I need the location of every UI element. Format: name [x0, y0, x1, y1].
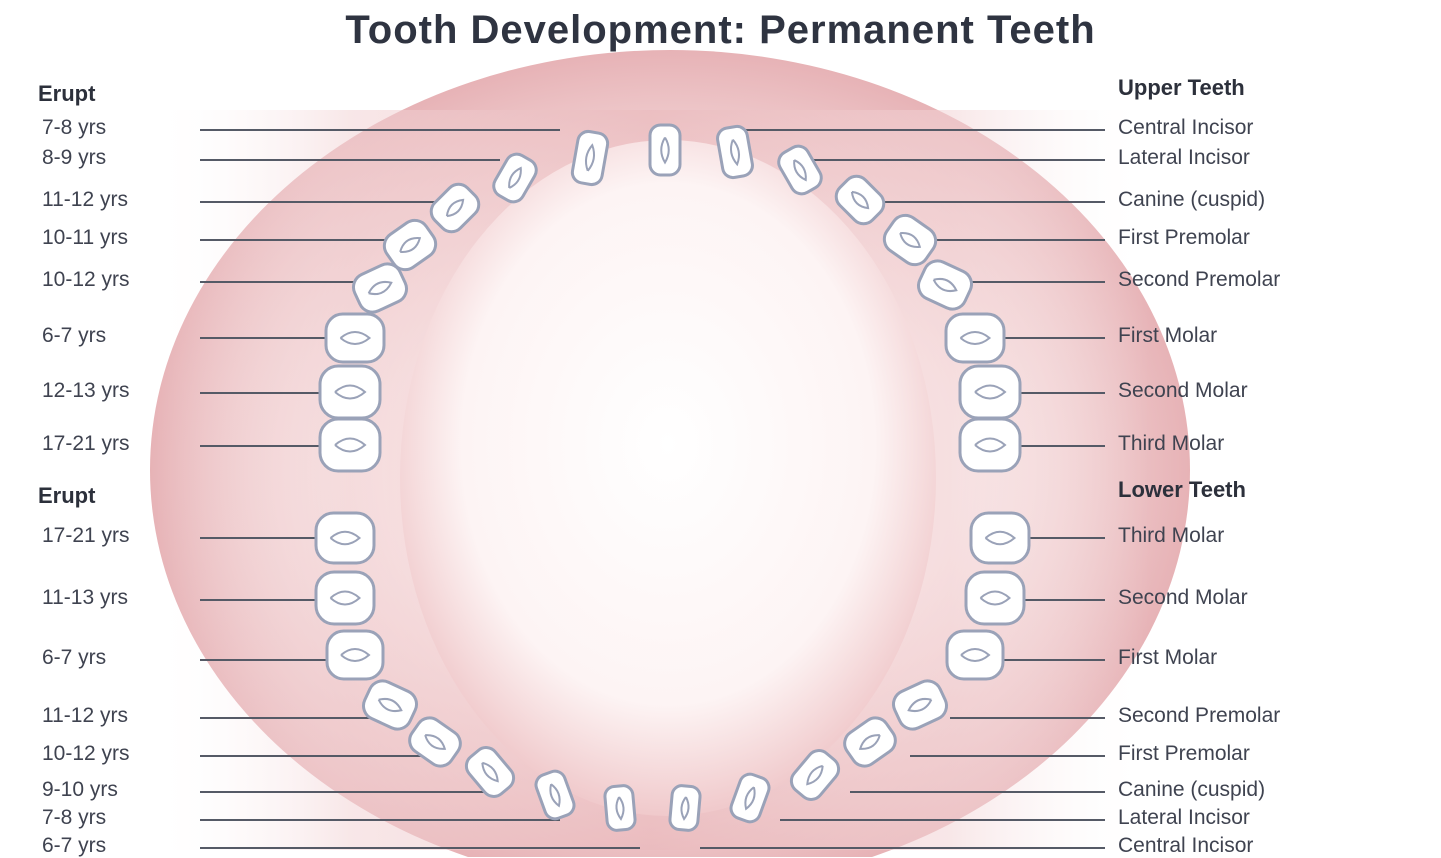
eruption-age-label: 6-7 yrs: [42, 834, 106, 858]
eruption-age-label: 10-12 yrs: [42, 268, 130, 292]
lower-tooth: [669, 785, 701, 831]
lower-tooth: [327, 631, 383, 679]
upper-erupt-header: Erupt: [38, 82, 95, 106]
upper-tooth: [320, 419, 380, 471]
eruption-age-label: 6-7 yrs: [42, 324, 106, 348]
tooth-name-label: First Premolar: [1118, 742, 1250, 766]
eruption-age-label: 11-13 yrs: [42, 586, 128, 610]
tooth-name-label: Canine (cuspid): [1118, 188, 1265, 212]
lower-tooth: [604, 785, 636, 831]
eruption-age-label: 8-9 yrs: [42, 146, 106, 170]
lower-tooth: [316, 513, 374, 563]
upper-tooth: [946, 314, 1004, 362]
eruption-age-label: 12-13 yrs: [42, 379, 130, 403]
eruption-age-label: 17-21 yrs: [42, 524, 130, 548]
tooth-name-label: First Molar: [1118, 324, 1217, 348]
tooth-name-label: Central Incisor: [1118, 116, 1253, 140]
tooth-name-label: Second Molar: [1118, 379, 1248, 403]
upper-tooth: [320, 366, 380, 418]
upper-tooth: [650, 125, 680, 175]
tooth-name-label: Lateral Incisor: [1118, 146, 1250, 170]
upper-tooth: [326, 314, 384, 362]
eruption-age-label: 17-21 yrs: [42, 432, 130, 456]
lower-tooth: [971, 513, 1029, 563]
upper-teeth-header: Upper Teeth: [1118, 76, 1245, 100]
eruption-age-label: 10-11 yrs: [42, 226, 128, 250]
eruption-age-label: 7-8 yrs: [42, 116, 106, 140]
lower-erupt-header: Erupt: [38, 484, 95, 508]
diagram-title: Tooth Development: Permanent Teeth: [0, 8, 1441, 53]
eruption-age-label: 11-12 yrs: [42, 188, 128, 212]
palate: [400, 140, 936, 816]
tooth-name-label: First Premolar: [1118, 226, 1250, 250]
lower-teeth-header: Lower Teeth: [1118, 478, 1246, 502]
eruption-age-label: 10-12 yrs: [42, 742, 130, 766]
tooth-name-label: Second Premolar: [1118, 704, 1280, 728]
tooth-name-label: Lateral Incisor: [1118, 806, 1250, 830]
lower-tooth: [966, 572, 1024, 624]
tooth-name-label: First Molar: [1118, 646, 1217, 670]
tooth-name-label: Second Molar: [1118, 586, 1248, 610]
eruption-age-label: 9-10 yrs: [42, 778, 118, 802]
eruption-age-label: 6-7 yrs: [42, 646, 106, 670]
upper-tooth: [960, 366, 1020, 418]
tooth-name-label: Canine (cuspid): [1118, 778, 1265, 802]
tooth-name-label: Central Incisor: [1118, 834, 1253, 858]
lower-tooth: [947, 631, 1003, 679]
tooth-name-label: Second Premolar: [1118, 268, 1280, 292]
eruption-age-label: 11-12 yrs: [42, 704, 128, 728]
tooth-name-label: Third Molar: [1118, 524, 1224, 548]
lower-tooth: [316, 572, 374, 624]
upper-tooth: [960, 419, 1020, 471]
eruption-age-label: 7-8 yrs: [42, 806, 106, 830]
tooth-name-label: Third Molar: [1118, 432, 1224, 456]
